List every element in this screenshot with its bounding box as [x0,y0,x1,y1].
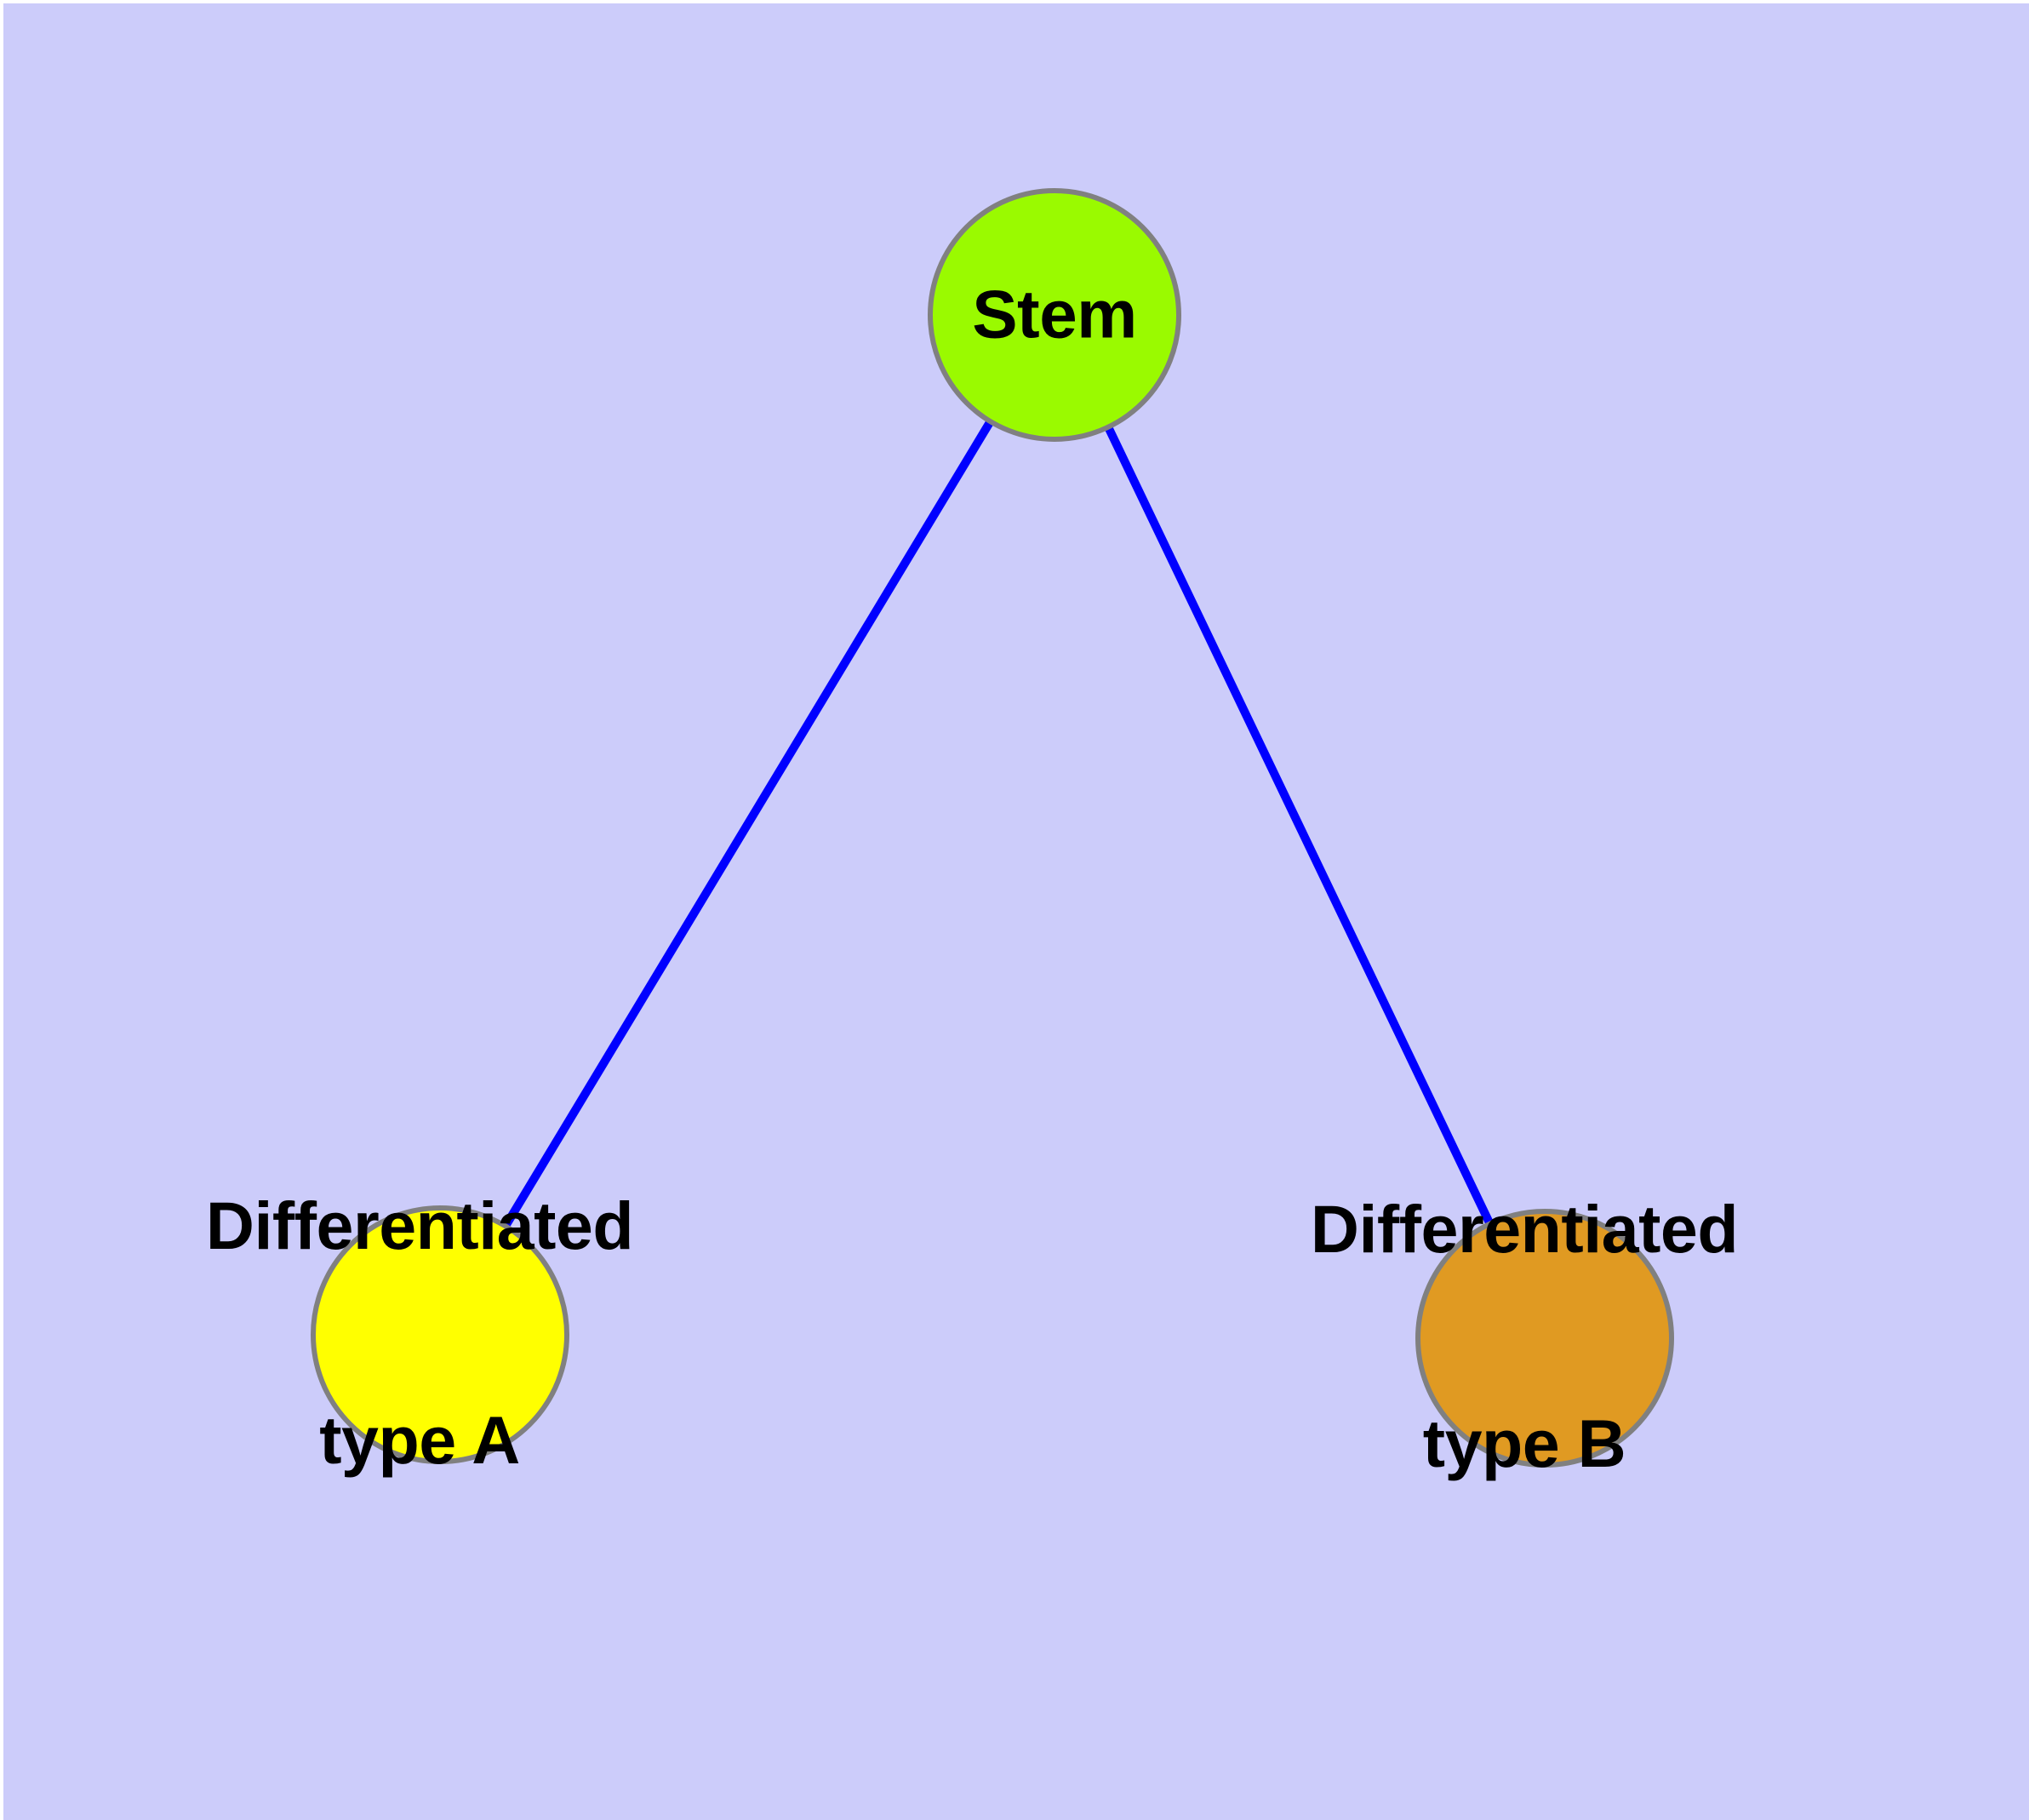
node-differentiated-type-b[interactable] [1415,1209,1674,1468]
edge-stem-to-differentiated-type-a[interactable] [436,312,1059,1337]
node-layer [311,188,1674,1468]
edge-stem-to-differentiated-type-b[interactable] [1050,312,1549,1341]
node-differentiated-type-a[interactable] [311,1205,569,1464]
node-stem[interactable] [928,188,1181,442]
edge-layer [436,312,1549,1341]
